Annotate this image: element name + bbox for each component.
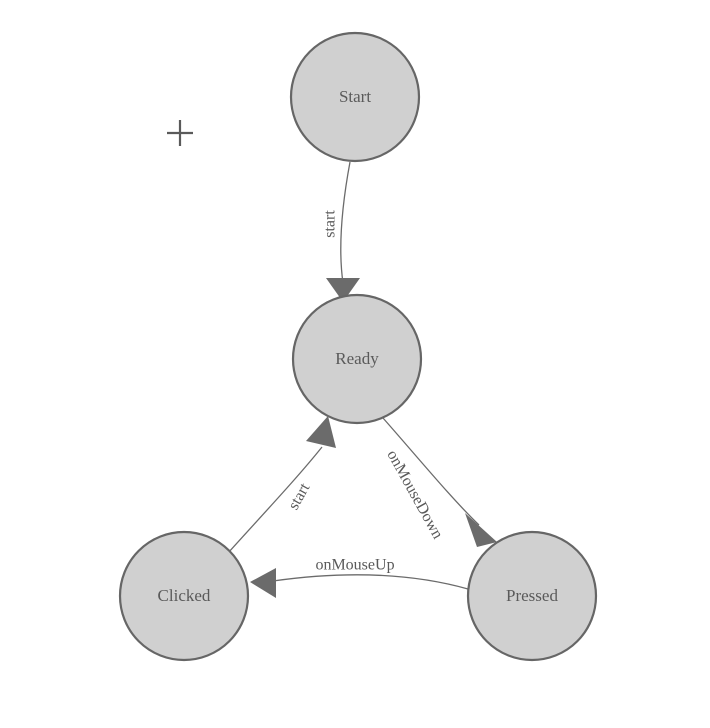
nodes-layer: Start Ready Clicked Pressed (118, 31, 598, 662)
edge-start-to-ready[interactable]: start (322, 161, 360, 302)
edge-ready-to-pressed[interactable]: onMouseDown (382, 417, 497, 547)
edge-arrowhead (306, 416, 336, 448)
node-shape (291, 293, 423, 425)
edge-arrowhead (465, 513, 497, 547)
edge-label-ready-to-pressed: onMouseDown (383, 447, 446, 542)
node-shape (289, 31, 421, 163)
edge-label-pressed-to-clicked: onMouseUp (315, 557, 394, 574)
node-shape (466, 530, 598, 662)
node-shape (118, 530, 250, 662)
node-pressed[interactable]: Pressed (466, 530, 598, 662)
node-label-start: Start (339, 87, 371, 106)
node-start[interactable]: Start (289, 31, 421, 163)
edge-path (382, 417, 480, 526)
node-label-clicked: Clicked (158, 586, 211, 605)
markers-layer (167, 120, 193, 146)
edge-arrowhead (326, 278, 360, 302)
edge-clicked-to-ready[interactable]: start (227, 416, 336, 554)
edge-label-start-to-ready: start (322, 210, 339, 238)
edge-path (227, 446, 323, 554)
node-clicked[interactable]: Clicked (118, 530, 250, 662)
edge-pressed-to-clicked[interactable]: onMouseUp (250, 557, 469, 598)
node-label-pressed: Pressed (506, 586, 558, 605)
plus-marker-icon[interactable] (167, 120, 193, 146)
edge-path (272, 574, 469, 590)
edge-arrowhead (250, 568, 276, 598)
node-ready[interactable]: Ready (291, 293, 423, 425)
edge-path (340, 161, 351, 284)
node-label-ready: Ready (335, 349, 379, 368)
